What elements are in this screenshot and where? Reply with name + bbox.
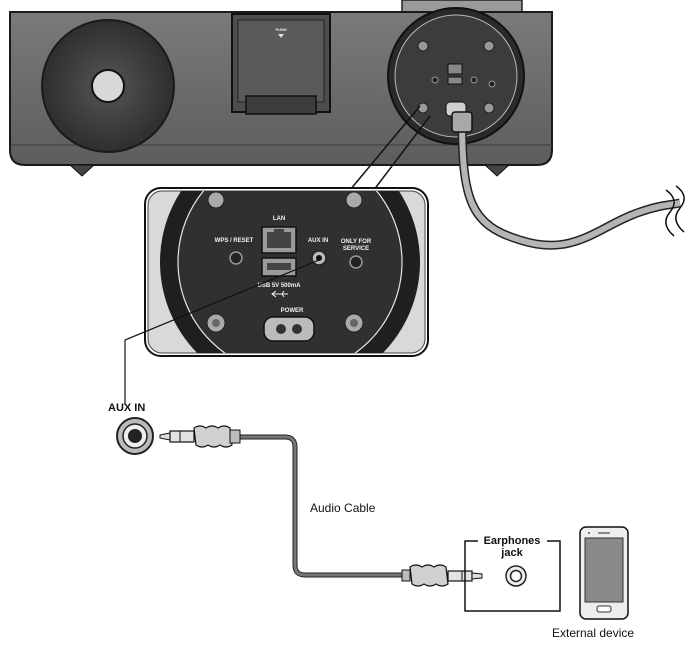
wps-reset-button[interactable] [229, 251, 243, 265]
power-socket[interactable] [263, 316, 315, 342]
push-arrow-icon [278, 34, 284, 38]
audio-cable-label: Audio Cable [310, 501, 376, 515]
cable-break-mark [665, 185, 685, 237]
aux-in-port-label: AUX IN [308, 238, 328, 244]
speaker-device: PUSH [9, 7, 553, 177]
push-label: PUSH [275, 27, 286, 32]
earphones-label: Earphones [484, 535, 541, 547]
jack-label: jack [500, 547, 523, 559]
earphones-jack-box: Earphones jack [464, 535, 561, 612]
service-label: SERVICE [343, 246, 369, 252]
aux-leader-line [124, 259, 320, 405]
speaker-center [91, 69, 125, 103]
usb-label: USB 5V 500mA [257, 283, 301, 289]
wps-reset-label: WPS / RESET [215, 238, 254, 244]
usb-icon [271, 290, 288, 298]
power-label: POWER [281, 308, 304, 314]
only-for-label: ONLY FOR [341, 239, 372, 245]
external-device-phone [579, 526, 629, 620]
device-foot-left [68, 164, 96, 177]
aux-in-callout: AUX IN [108, 402, 145, 414]
lan-label: LAN [273, 216, 285, 222]
audio-plug-left [159, 425, 241, 448]
service-port [349, 255, 363, 269]
external-device-label: External device [552, 626, 634, 640]
device-foot-right [483, 164, 511, 177]
zoom-panel: LAN USB 5V 500mA WPS / RESET AUX IN ONLY… [144, 187, 429, 357]
zoom-connector [349, 105, 431, 196]
audio-plug-right [401, 564, 483, 587]
